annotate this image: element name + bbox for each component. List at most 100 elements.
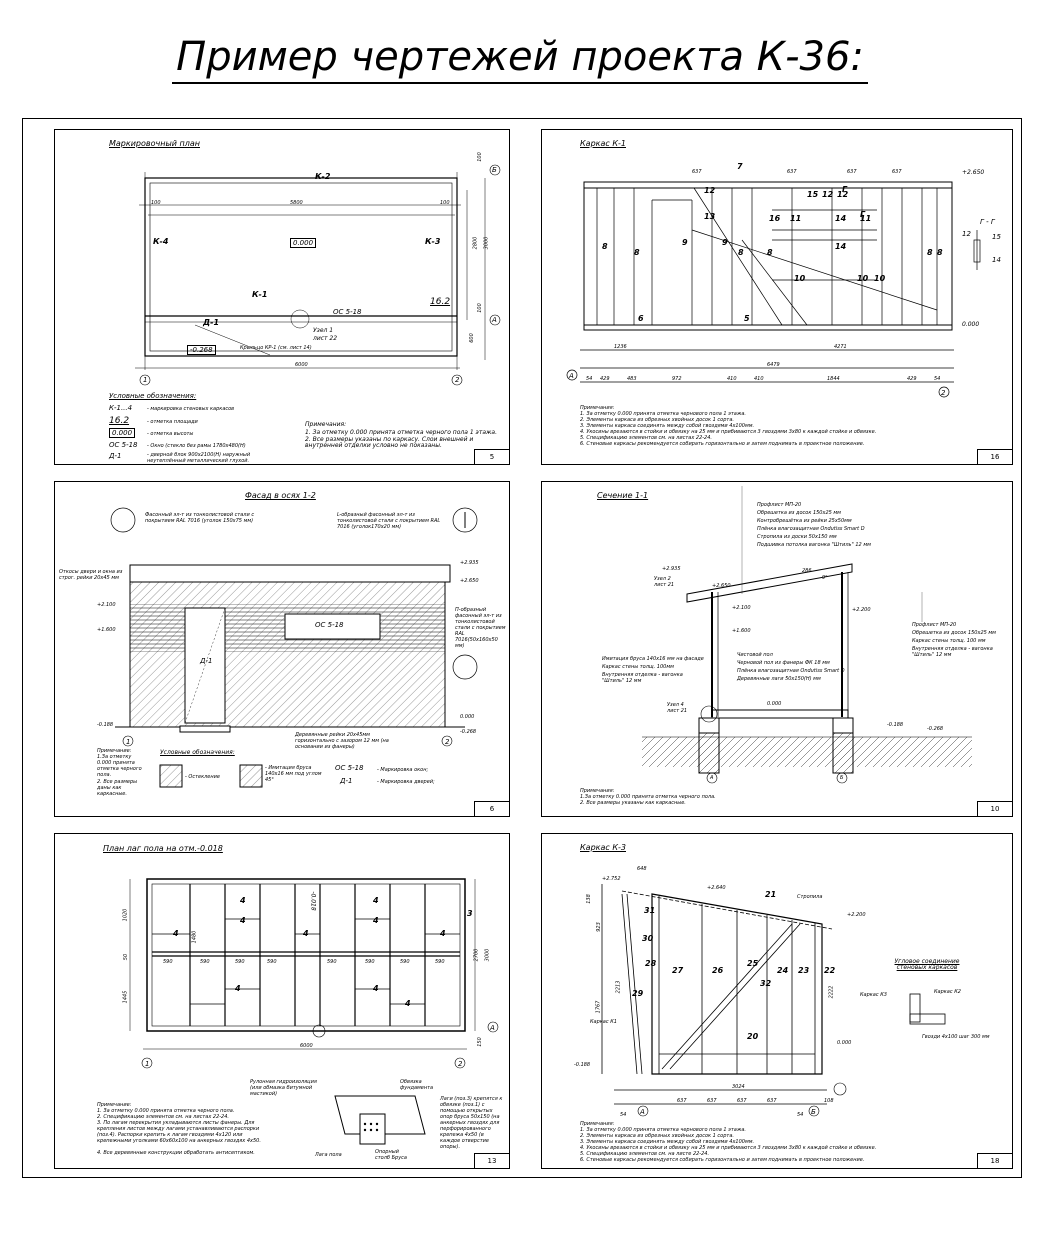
notes-title: Примечания: [305,421,347,428]
label-g2: Г [860,210,866,219]
dim-2800: 2800 [472,236,479,250]
sheet-title: Фасад в осях 1-2 [245,491,316,500]
axis-a: А [710,775,714,781]
dim-590f: 590 [365,959,375,965]
label-13: 13 [704,212,716,221]
detail-support: Опорный столб Бруса [375,1149,407,1161]
note-2: 2. Спецификацию элементов см. на листах … [97,1114,230,1120]
axis-b: Б [840,775,844,781]
label-29: 29 [632,989,644,998]
left-layer-2: Каркас стены толщ. 100мм [602,664,674,670]
legend-d-desc: - Маркировка дверей; [377,779,435,785]
dim-1445: 1445 [122,990,129,1004]
label-8a: 8 [602,242,608,251]
roof-layer-4: Плёнка влагозащитная Ondutiss Smart D [757,526,865,532]
sheet-facade: 1 2 Фасад в осях 1-2 Фасонный эл-т из то… [54,481,510,817]
label-8e: 8 [927,248,933,257]
sheet-floor-joists: 1 2 А План лаг пола на отм.-0.018 4 4 4 … [54,833,510,1169]
label-10c: 10 [874,274,886,283]
dim-923: 923 [595,922,602,932]
sheet-title: Сечение 1-1 [597,491,649,500]
label-27: 27 [672,966,684,975]
dim-150: 150 [476,1037,483,1047]
dim-100-mid: 100 [476,303,483,313]
label-4i: 4 [373,984,379,993]
legend-key-2: 0.000 [109,428,136,438]
dim-286: 286 [802,568,812,574]
node-2: Узел 2 [654,576,671,582]
label-12c: 12 [822,190,834,199]
roof-layer-6: Подшивка потолка вагонка "Штиль" 12 мм [757,542,871,548]
label-4e: 4 [303,929,309,938]
wall-layer-2: Обрешетка из досок 150х25 мм [912,630,996,636]
legend-os: ОС 5-18 [335,764,364,772]
axis-a: А [568,372,574,380]
label-g1: Г [842,185,848,194]
note-2: 2. Все размеры даны как каркасные. [97,779,138,797]
note-2: 2. Все размеры указаны по каркасу. Слои … [305,436,474,449]
axis-2: 2 [455,376,460,384]
axis-2: 2 [941,389,946,397]
dim-3000: 3000 [484,948,491,962]
dim-2700: 2700 [473,948,480,962]
label-node: Узел 1 [313,327,334,334]
note-title: Примечания: [580,788,615,794]
legend-d: Д-1 [340,777,353,785]
dim-637d: 637 [767,1098,777,1104]
label-level-0: 0.000 [290,238,317,248]
level-2935: +2.935 [662,566,681,572]
node-4-sheet: лист 21 [667,708,688,714]
note-4: 4. Укосины врезаются в стойки и обвязку … [580,429,877,435]
notes-title: Примечания: [580,405,615,411]
dim-50: 50 [123,953,130,961]
level-2640: +2.640 [707,885,726,891]
dim-410a: 410 [727,376,737,382]
corner-title: Угловое соединение стеновых каркасов [894,958,960,971]
node-4: Узел 4 [667,702,684,708]
label-8c: 8 [738,248,744,257]
note-2: 2. Все размеры указаны как каркасные. [580,800,686,806]
marking-plan-drawing: Б А 1 2 [135,164,501,386]
roof-layer-3: Контробрешётка из рейки 25х50мм [757,518,852,524]
roof-layer-1: Профлист МП-20 [757,502,802,508]
legend-os-desc: - Маркировка окон; [377,767,429,773]
axis-b: Б [811,1108,816,1116]
label-9b: 9 [722,238,728,247]
floor-layer-2: Черновой пол из фанеры ФК 18 мм [737,660,830,666]
label-8b: 8 [634,248,640,257]
left-layer-1: Имитация бруса 140х16 мм на фасаде [602,656,704,662]
detail-joist: Лага пола [315,1152,342,1158]
legend-title: Условные обозначения: [109,392,197,400]
label-21: 21 [765,890,777,899]
note-6: 6. Стеновые каркасы рекомендуется собира… [580,1157,865,1163]
label-8f: 8 [937,248,943,257]
floor-layer-4: Деревянные лаги 50х150(Н) мм [737,676,821,682]
label-9a: 9 [682,238,688,247]
label-4f: 4 [373,916,379,925]
side-note: Лаги (поз.3) крепятся к обвязке (поз.1) … [440,1096,503,1150]
label-28: 28 [645,959,657,968]
dim-54b: 54 [934,376,941,382]
facade-drawing: 1 2 [110,507,478,788]
axis-1: 1 [126,738,130,746]
slope: 9° [822,575,828,581]
label-4j: 4 [405,999,411,1008]
corner-nails: Гвозди 4х100 шаг 300 мм [922,1034,990,1040]
dim-637c: 637 [847,169,857,175]
dim-637b: 637 [787,169,797,175]
label-10a: 10 [794,274,806,283]
note-6: 6. Стеновые каркасы рекомендуется собира… [580,441,865,447]
dim-54b: 54 [797,1112,804,1118]
level-2752: +2.752 [602,876,621,882]
label-26: 26 [712,966,724,975]
dim-590e: 590 [327,959,337,965]
dim-1236: 1236 [614,344,627,350]
legend-desc-4: - дверной блок 900х2100(Н) наружный неут… [147,452,251,464]
axis-b: Б [492,166,497,174]
label-k2: К-2 [315,172,331,181]
sheet-title: План лаг пола на отм.-0.018 [103,844,223,853]
axis-2: 2 [458,1060,463,1068]
level-2200: +2.200 [847,912,866,918]
legend-key-3: ОС 5-18 [109,441,138,449]
dim-5800: 5800 [290,200,303,206]
